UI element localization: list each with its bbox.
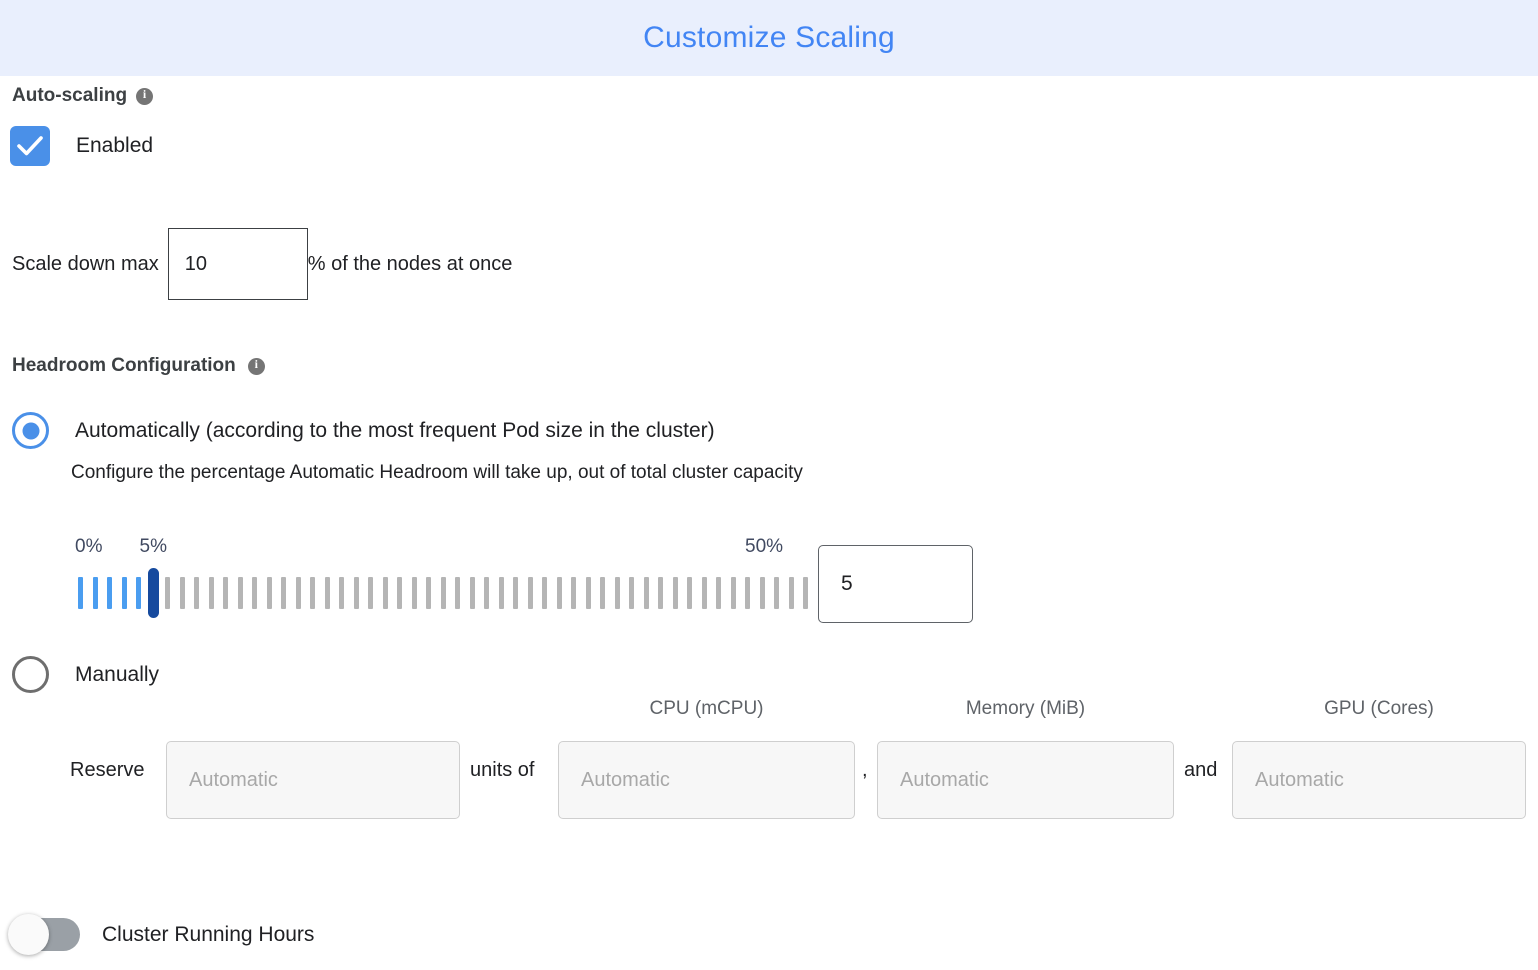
slider-tick[interactable] xyxy=(194,577,199,609)
slider-tick[interactable] xyxy=(121,577,127,609)
slider-tick[interactable] xyxy=(469,577,475,609)
slider-tick[interactable] xyxy=(411,577,417,609)
slider-tick[interactable] xyxy=(426,577,431,609)
headroom-automatic-description: Configure the percentage Automatic Headr… xyxy=(71,462,803,483)
slider-tick[interactable] xyxy=(440,577,446,609)
slider-current-label: 5% xyxy=(139,536,167,557)
slider-tick[interactable] xyxy=(78,577,83,609)
headroom-section-header: Headroom Configuration xyxy=(12,355,265,377)
info-icon[interactable] xyxy=(136,87,154,105)
page-title: Customize Scaling xyxy=(643,21,895,54)
auto-scaling-enabled-label: Enabled xyxy=(76,134,154,157)
radio-automatic[interactable] xyxy=(12,412,49,449)
slider-tick[interactable] xyxy=(629,577,634,609)
slider-track[interactable] xyxy=(78,568,808,618)
slider-tick[interactable] xyxy=(382,577,388,609)
slider-min-label: 0% xyxy=(75,536,103,557)
slider-tick[interactable] xyxy=(745,577,750,609)
slider-tick[interactable] xyxy=(339,577,344,609)
slider-tick[interactable] xyxy=(730,577,736,609)
slider-tick[interactable] xyxy=(324,577,330,609)
column-header-memory: Memory (MiB) xyxy=(965,698,1086,719)
reserve-memory-input[interactable] xyxy=(877,741,1174,819)
auto-scaling-enabled-row[interactable]: Enabled xyxy=(10,126,153,166)
slider-tick[interactable] xyxy=(281,577,286,609)
headroom-option-manual[interactable]: Manually xyxy=(12,656,159,693)
slider-tick[interactable] xyxy=(774,577,779,609)
slider-tick[interactable] xyxy=(397,577,402,609)
slider-tick[interactable] xyxy=(701,577,707,609)
slider-tick[interactable] xyxy=(643,577,649,609)
slider-tick[interactable] xyxy=(295,577,301,609)
slider-tick[interactable] xyxy=(208,577,214,609)
slider-tick[interactable] xyxy=(513,577,518,609)
slider-tick[interactable] xyxy=(600,577,605,609)
reserve-cpu-input[interactable] xyxy=(558,741,855,819)
slider-tick[interactable] xyxy=(527,577,533,609)
slider-thumb[interactable] xyxy=(147,568,159,618)
slider-tick[interactable] xyxy=(498,577,504,609)
column-header-cpu: CPU (mCPU) xyxy=(649,698,764,719)
scale-down-max-label: Scale down max xyxy=(12,252,159,275)
auto-scaling-enabled-checkbox[interactable] xyxy=(10,126,50,166)
slider-tick[interactable] xyxy=(484,577,489,609)
radio-manual-label: Manually xyxy=(75,663,160,686)
cluster-running-hours-row[interactable]: Cluster Running Hours xyxy=(8,914,315,955)
scale-down-max-suffix: % of the nodes at once xyxy=(307,252,513,275)
slider-tick[interactable] xyxy=(179,577,185,609)
scale-down-max-row: Scale down max % of the nodes at once xyxy=(12,228,512,300)
panel-header: Customize Scaling xyxy=(0,0,1538,76)
slider-tick[interactable] xyxy=(252,577,257,609)
slider-tick[interactable] xyxy=(556,577,562,609)
slider-tick[interactable] xyxy=(788,577,794,609)
reserve-column-headers: CPU (mCPU) Memory (MiB) GPU (Cores) xyxy=(0,698,1538,724)
slider-tick[interactable] xyxy=(759,577,765,609)
units-of-text: units of xyxy=(470,759,535,781)
slider-tick[interactable] xyxy=(136,577,141,609)
slider-tick[interactable] xyxy=(237,577,243,609)
slider-tick[interactable] xyxy=(353,577,359,609)
slider-tick[interactable] xyxy=(571,577,576,609)
slider-tick[interactable] xyxy=(310,577,315,609)
radio-automatic-label: Automatically (according to the most fre… xyxy=(75,419,715,442)
slider-tick[interactable] xyxy=(585,577,591,609)
radio-manual[interactable] xyxy=(12,656,49,693)
slider-tick[interactable] xyxy=(368,577,373,609)
scale-down-max-input[interactable] xyxy=(167,228,308,300)
headroom-percentage-slider[interactable]: 0% 5% 50% xyxy=(75,536,808,618)
toggle-knob xyxy=(8,914,49,955)
slider-tick-labels: 0% 5% 50% xyxy=(75,536,808,562)
reserve-inputs-row: Reserve units of , and xyxy=(0,741,1538,819)
headroom-percentage-input[interactable] xyxy=(818,545,973,623)
slider-tick[interactable] xyxy=(687,577,692,609)
slider-tick[interactable] xyxy=(223,577,228,609)
slider-tick[interactable] xyxy=(165,577,170,609)
headroom-configuration-label: Headroom Configuration xyxy=(12,355,236,376)
column-header-gpu: GPU (Cores) xyxy=(1324,698,1434,719)
slider-tick[interactable] xyxy=(614,577,620,609)
and-separator: and xyxy=(1184,759,1218,781)
slider-tick[interactable] xyxy=(658,577,663,609)
slider-tick[interactable] xyxy=(107,577,112,609)
reserve-gpu-input[interactable] xyxy=(1232,741,1526,819)
reserve-label: Reserve xyxy=(70,759,145,781)
info-icon[interactable] xyxy=(247,357,265,375)
comma-separator: , xyxy=(862,759,868,781)
slider-tick[interactable] xyxy=(92,577,98,609)
cluster-running-hours-label: Cluster Running Hours xyxy=(102,922,315,946)
slider-tick[interactable] xyxy=(803,577,808,609)
slider-max-label: 50% xyxy=(745,536,784,557)
auto-scaling-label: Auto-scaling xyxy=(12,85,128,106)
slider-tick[interactable] xyxy=(455,577,460,609)
auto-scaling-section-header: Auto-scaling xyxy=(12,85,154,107)
reserve-units-input[interactable] xyxy=(166,741,460,819)
slider-tick[interactable] xyxy=(266,577,272,609)
slider-tick[interactable] xyxy=(716,577,721,609)
check-icon xyxy=(17,136,43,156)
slider-tick[interactable] xyxy=(542,577,547,609)
headroom-option-automatic[interactable]: Automatically (according to the most fre… xyxy=(12,412,715,449)
slider-tick[interactable] xyxy=(672,577,678,609)
cluster-running-hours-toggle[interactable] xyxy=(8,914,80,955)
